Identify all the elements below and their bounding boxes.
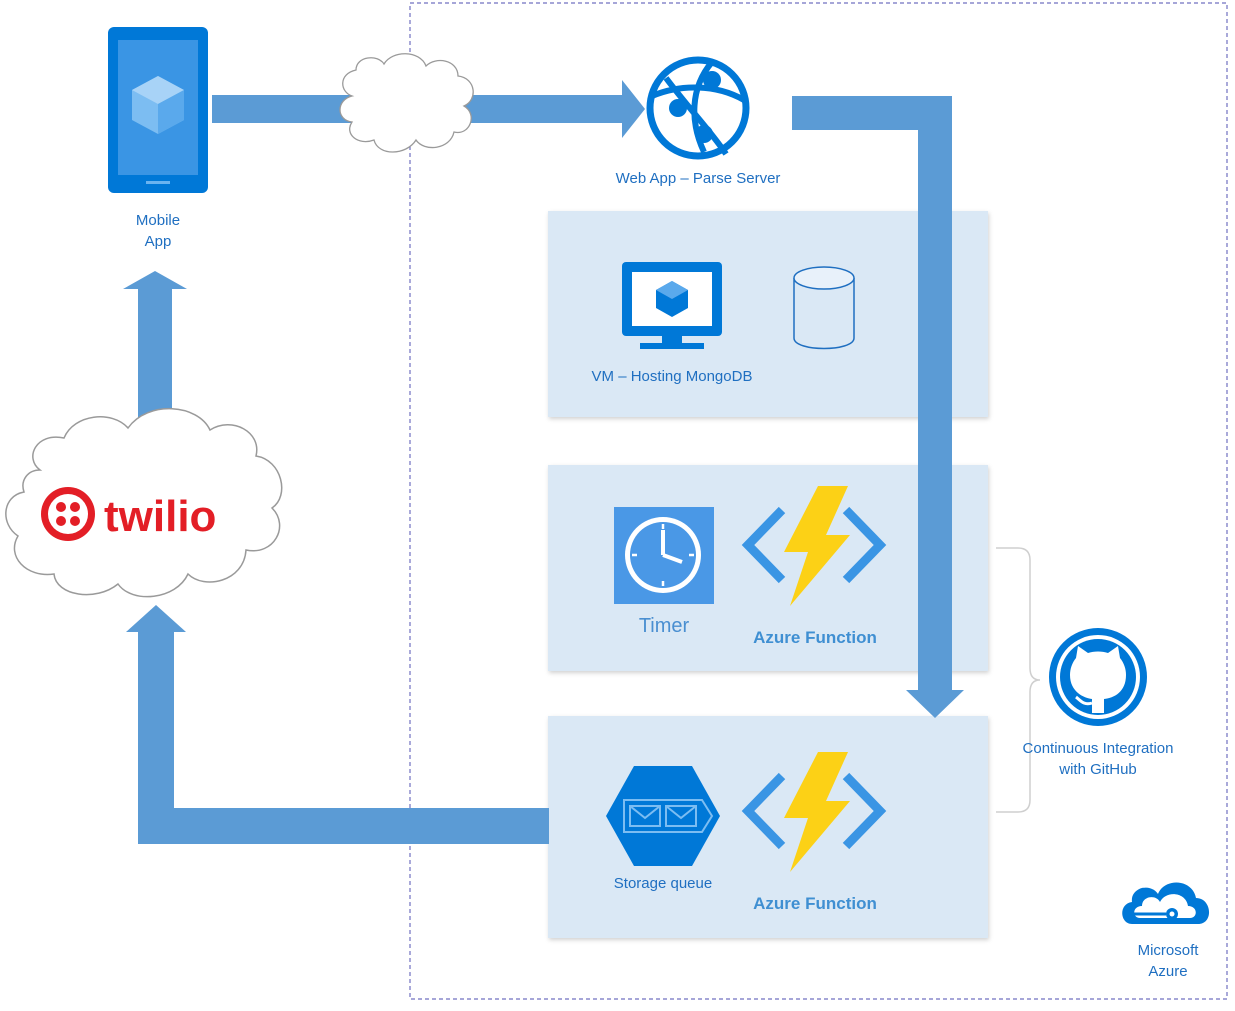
vm-label: VM – Hosting MongoDB xyxy=(591,368,753,385)
web-app-label: Web App – Parse Server xyxy=(615,170,781,187)
azure-boundary xyxy=(409,2,1228,1000)
github-icon xyxy=(1049,628,1147,726)
azure-function-label-1: Azure Function xyxy=(753,628,877,647)
ci-github-label: Continuous Integration with GitHub xyxy=(1022,740,1174,778)
twilio-logo: twilio xyxy=(32,481,244,543)
azure-function-icon-2 xyxy=(741,752,887,872)
arrow-webapp-to-queue xyxy=(792,96,964,718)
azure-cloud-icon xyxy=(1122,882,1210,924)
ci-bracket xyxy=(996,547,1041,813)
mobile-app-label: Mobile App xyxy=(135,212,181,250)
storage-queue-icon xyxy=(606,766,720,866)
mobile-phone-icon xyxy=(108,27,208,193)
azure-function-label-2: Azure Function xyxy=(753,894,877,913)
azure-function-icon xyxy=(741,486,887,606)
internet-cloud xyxy=(339,53,474,153)
web-app-globe-icon xyxy=(646,56,750,160)
arrow-queue-to-twilio xyxy=(126,605,549,844)
microsoft-azure-label: Microsoft Azure xyxy=(1137,942,1199,980)
arrow-twilio-to-mobile xyxy=(123,271,187,432)
storage-queue-label: Storage queue xyxy=(613,875,713,892)
vm-monitor-icon xyxy=(622,262,722,349)
vm-panel xyxy=(548,211,988,417)
timer-clock-icon xyxy=(614,507,714,604)
timer-label: Timer xyxy=(638,615,690,637)
twilio-wordmark: twilio xyxy=(104,492,216,541)
database-icon xyxy=(793,266,855,350)
